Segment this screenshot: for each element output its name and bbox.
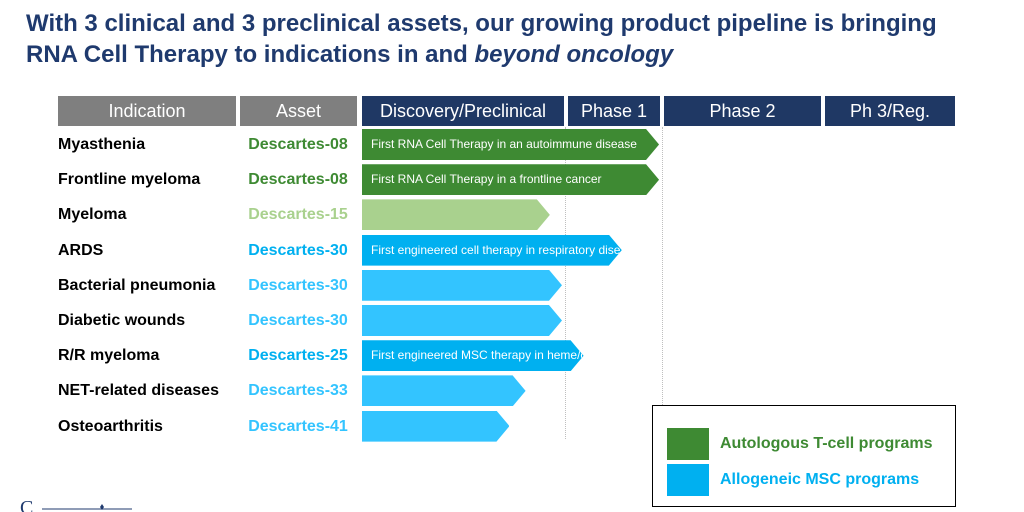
header-phase-3: Ph 3/Reg. bbox=[825, 96, 955, 126]
asset-label: Descartes-08 bbox=[248, 136, 348, 153]
asset-label: Descartes-25 bbox=[248, 347, 348, 365]
company-logo: C bbox=[20, 500, 132, 512]
indication-label: Myeloma bbox=[58, 206, 127, 224]
pipeline-bar bbox=[362, 411, 509, 442]
indication-label: R/R myeloma bbox=[58, 347, 160, 365]
slide-title: With 3 clinical and 3 preclinical assets… bbox=[26, 8, 1011, 70]
indication-label: Frontline myeloma bbox=[58, 171, 201, 189]
legend-item-autologous: Autologous T-cell programs bbox=[667, 428, 947, 460]
gridline-phase-2 bbox=[662, 127, 663, 439]
bar-annotation: First RNA Cell Therapy in an autoimmune … bbox=[371, 137, 637, 151]
pipeline-bar: First engineered cell therapy in respira… bbox=[362, 235, 622, 266]
bar-annotation: First engineered MSC therapy in heme/onc bbox=[371, 348, 600, 363]
legend-label-autologous: Autologous T-cell programs bbox=[720, 435, 933, 452]
header-discovery: Discovery/Preclinical bbox=[362, 96, 564, 126]
asset-label: Descartes-41 bbox=[248, 417, 348, 435]
legend-label-allogeneic: Allogeneic MSC programs bbox=[720, 471, 920, 488]
header-indication: Indication bbox=[58, 96, 236, 126]
pipeline-bar bbox=[362, 305, 562, 336]
bar-annotation: First RNA Cell Therapy in a frontline ca… bbox=[371, 172, 602, 187]
pipeline-bar: First RNA Cell Therapy in an autoimmune … bbox=[362, 129, 659, 160]
indication-label: Osteoarthritis bbox=[58, 417, 163, 435]
legend-swatch-autologous bbox=[667, 428, 709, 460]
pipeline-bar bbox=[362, 270, 562, 301]
asset-label: Descartes-30 bbox=[248, 241, 348, 259]
legend-item-allogeneic: Allogeneic MSC programs bbox=[667, 464, 947, 496]
title-line-2-text: RNA Cell Therapy to indications in and bbox=[26, 41, 475, 68]
pipeline-bar bbox=[362, 375, 526, 406]
asset-label: Descartes-33 bbox=[248, 382, 348, 400]
indication-label: Bacterial pneumonia bbox=[58, 276, 216, 294]
indication-label: ARDS bbox=[58, 241, 104, 259]
logo-star-icon bbox=[100, 504, 104, 510]
pipeline-bar: First engineered MSC therapy in heme/onc bbox=[362, 340, 584, 371]
legend: Autologous T-cell programs Allogeneic MS… bbox=[652, 405, 956, 507]
gridline-phase-1 bbox=[565, 127, 566, 439]
header-phase-2: Phase 2 bbox=[664, 96, 821, 126]
title-line-2-italic: beyond oncology bbox=[474, 41, 674, 68]
title-line-2: RNA Cell Therapy to indications in and b… bbox=[26, 39, 1011, 70]
asset-label: Descartes-15 bbox=[248, 206, 348, 224]
indication-label: NET-related diseases bbox=[58, 382, 219, 400]
logo-mark: C bbox=[20, 500, 33, 512]
asset-label: Descartes-30 bbox=[248, 312, 348, 329]
pipeline-bar: First RNA Cell Therapy in a frontline ca… bbox=[362, 164, 659, 195]
indication-label: Diabetic wounds bbox=[58, 312, 186, 329]
header-asset: Asset bbox=[240, 96, 357, 126]
asset-label: Descartes-30 bbox=[248, 276, 348, 294]
asset-label: Descartes-08 bbox=[248, 171, 348, 189]
indication-label: Myasthenia bbox=[58, 136, 146, 153]
pipeline-bar bbox=[362, 199, 550, 230]
legend-swatch-allogeneic bbox=[667, 464, 709, 496]
bar-annotation: First engineered cell therapy in respira… bbox=[371, 242, 640, 257]
title-line-1: With 3 clinical and 3 preclinical assets… bbox=[26, 10, 937, 37]
header-phase-1: Phase 1 bbox=[568, 96, 660, 126]
